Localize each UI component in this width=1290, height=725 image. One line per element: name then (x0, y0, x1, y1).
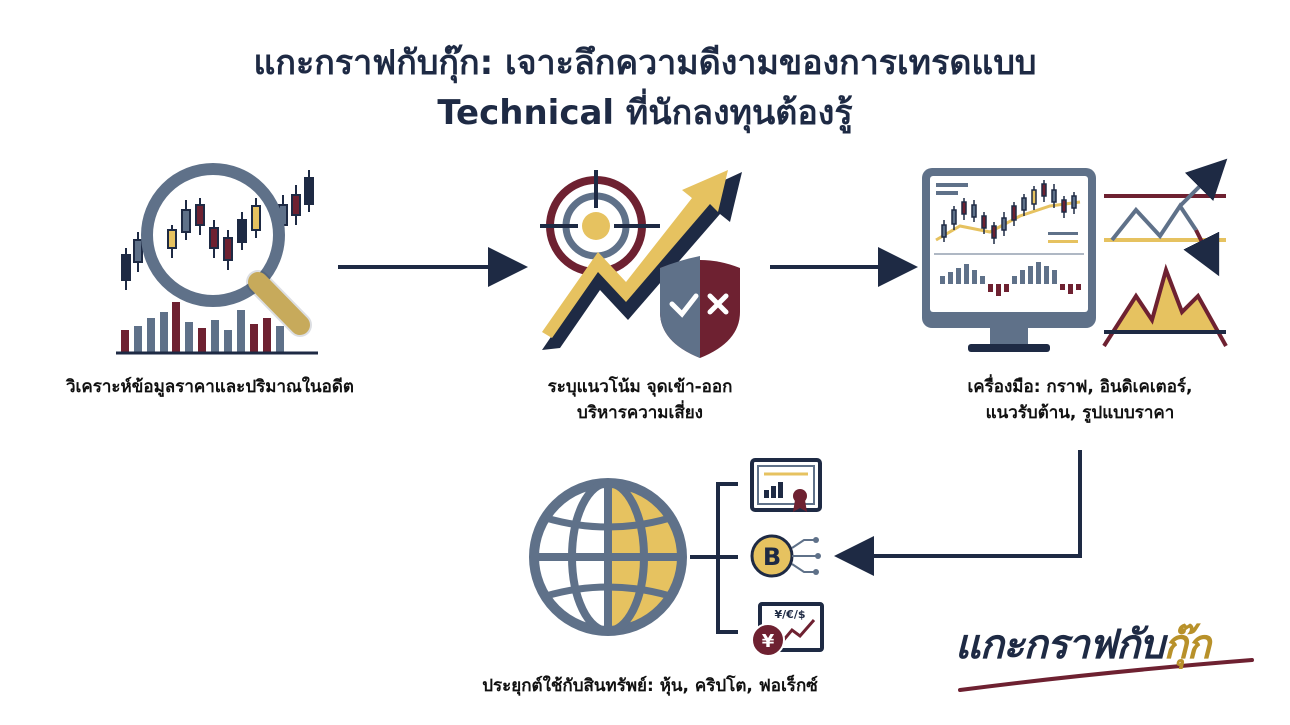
step-2-caption-line-1: ระบุแนวโน้ม จุดเข้า-ออก (547, 377, 733, 397)
monitor-chart-patterns-icon (922, 158, 1228, 352)
step-3-caption-line-2: แนวรับต้าน, รูปแบบราคา (985, 403, 1175, 423)
step-2-caption-line-2: บริหารความเสี่ยง (577, 403, 703, 423)
yen-symbol: ¥ (762, 631, 775, 652)
bitcoin-symbol: B (763, 543, 781, 571)
globe-assets-icon: B ¥/€/$ ¥ (529, 458, 824, 657)
step-1-caption-line-1: วิเคราะห์ข้อมูลราคาและปริมาณในอดีต (66, 377, 354, 397)
title-line-1: แกะกราฟกับกุ๊ก: เจาะลึกความดีงามของการเท… (253, 43, 1037, 83)
step-2-caption: ระบุแนวโน้ม จุดเข้า-ออก บริหารความเสี่ยง (490, 374, 790, 426)
target-trend-shield-icon (540, 170, 742, 358)
title-line-2: Technical ที่นักลงทุนต้องรู้ (437, 93, 853, 133)
bitcoin-icon: B (750, 534, 821, 578)
brand-accent-text: กุ๊ก (1163, 621, 1211, 668)
stock-certificate-icon (750, 458, 822, 512)
brand-underline (958, 658, 1254, 692)
magnifier-candlestick-chart-icon (116, 163, 318, 355)
forex-symbols: ¥/€/$ (775, 608, 806, 621)
step-3-caption-line-1: เครื่องมือ: กราฟ, อินดิเคเตอร์, (967, 377, 1193, 397)
flow-arrow-3 (834, 450, 1082, 576)
forex-icon: ¥/€/$ ¥ (751, 602, 824, 657)
page-title: แกะกราฟกับกุ๊ก: เจาะลึกความดีงามของการเท… (0, 38, 1290, 138)
step-3-caption: เครื่องมือ: กราฟ, อินดิเคเตอร์, แนวรับต้… (930, 374, 1230, 426)
step-1-caption: วิเคราะห์ข้อมูลราคาและปริมาณในอดีต (60, 374, 360, 400)
step-4-caption: ประยุกต์ใช้กับสินทรัพย์: หุ้น, คริปโต, ฟ… (430, 673, 870, 699)
volume-bars (116, 302, 318, 355)
step-4-caption-line-1: ประยุกต์ใช้กับสินทรัพย์: หุ้น, คริปโต, ฟ… (482, 676, 818, 696)
brand-main-text: แกะกราฟกับ (955, 621, 1165, 668)
brand-logo: แกะกราฟกับกุ๊ก (955, 612, 1211, 676)
